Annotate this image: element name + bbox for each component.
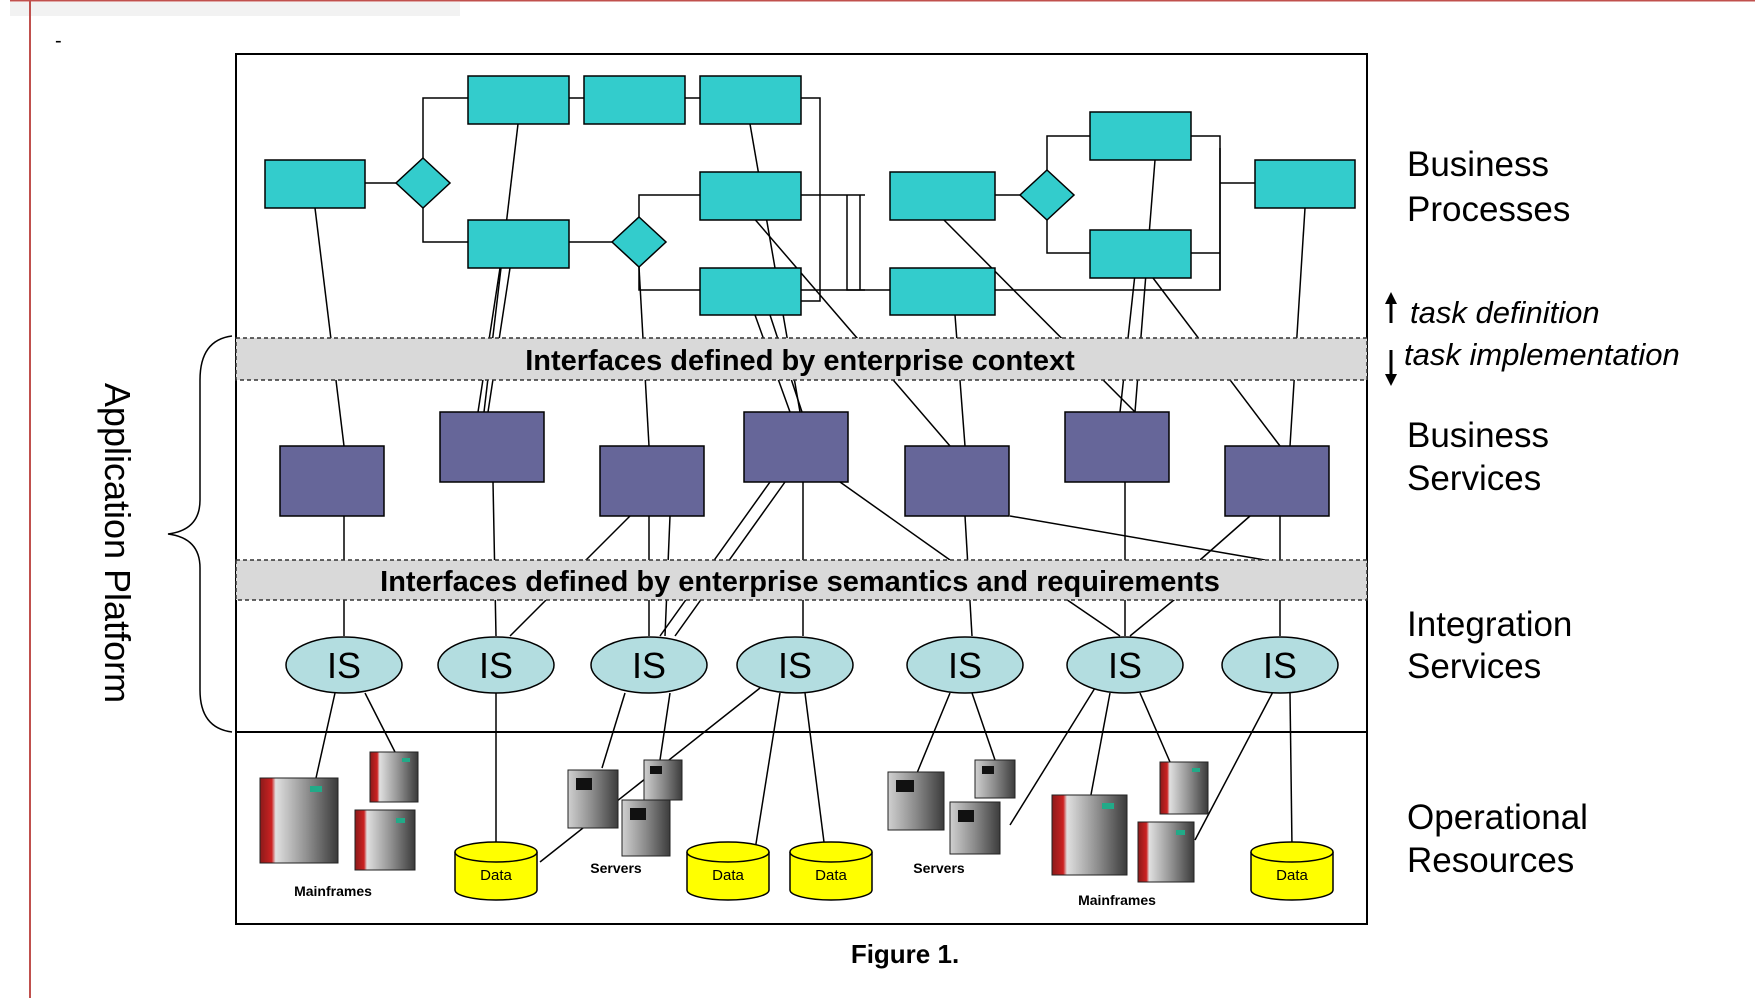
- application-platform-brace: [167, 335, 233, 733]
- process-box: [467, 219, 570, 269]
- label-integration-services-2: Services: [1407, 647, 1541, 686]
- application-platform-label: Application Platform: [97, 383, 138, 703]
- data-label: Data: [815, 867, 847, 884]
- interface-band-top: [235, 337, 1368, 381]
- is-label: IS: [948, 645, 982, 686]
- process-box: [699, 267, 802, 316]
- process-box: [889, 267, 996, 316]
- service-box: [1064, 411, 1170, 483]
- mainframe-icon: [259, 777, 339, 864]
- arrow-up-head-icon: [1385, 292, 1397, 304]
- is-node: IS: [437, 636, 555, 694]
- label-business-processes-1: Business: [1407, 145, 1549, 184]
- process-box: [1254, 159, 1356, 209]
- server-icon: [354, 809, 416, 871]
- process-box: [1089, 111, 1192, 161]
- is-node: IS: [1221, 636, 1339, 694]
- process-box: [889, 171, 996, 221]
- process-box: [699, 75, 802, 125]
- service-box: [904, 445, 1010, 517]
- is-label: IS: [1263, 645, 1297, 686]
- label-operational-resources-2: Resources: [1407, 841, 1574, 880]
- process-box: [699, 171, 802, 221]
- is-node: IS: [285, 636, 403, 694]
- server-icon: [643, 759, 683, 801]
- label-integration-services-1: Integration: [1407, 605, 1572, 644]
- interface-band-bottom-label: Interfaces defined by enterprise semanti…: [380, 566, 1220, 598]
- server-icon: [621, 799, 671, 857]
- is-label: IS: [632, 645, 666, 686]
- interface-band-top-label: Interfaces defined by enterprise context: [525, 345, 1075, 377]
- figure-frame: -: [10, 0, 1755, 998]
- is-node: IS: [1066, 636, 1184, 694]
- business-services-layer: [279, 411, 1330, 517]
- service-box: [743, 411, 849, 483]
- service-box: [1224, 445, 1330, 517]
- data-label: Data: [480, 867, 512, 884]
- business-process-layer: [264, 75, 1356, 316]
- server-icon: [1137, 821, 1195, 883]
- servers-label-right: Servers: [913, 860, 965, 876]
- integration-services-layer: IS IS IS IS IS IS IS: [285, 636, 1339, 694]
- is-label: IS: [1108, 645, 1142, 686]
- task-arrows: task definition task implementation: [1385, 292, 1680, 386]
- data-cylinder: Data: [454, 841, 538, 901]
- service-box: [279, 445, 385, 517]
- is-node: IS: [906, 636, 1024, 694]
- data-label: Data: [1276, 867, 1308, 884]
- is-node: IS: [736, 636, 854, 694]
- corner-mark: -: [55, 30, 62, 52]
- interface-band-bottom: [235, 559, 1368, 601]
- data-cylinder: Data: [789, 841, 873, 901]
- task-implementation-label: task implementation: [1404, 337, 1680, 372]
- server-icon: [1159, 761, 1209, 815]
- operational-resources-layer: Mainframes Data Servers Data: [259, 751, 1334, 908]
- label-business-services-1: Business: [1407, 416, 1549, 455]
- task-definition-label: task definition: [1410, 295, 1600, 330]
- mainframes-label-right: Mainframes: [1078, 892, 1156, 908]
- process-box: [1089, 229, 1192, 279]
- label-business-services-2: Services: [1407, 459, 1541, 498]
- is-label: IS: [778, 645, 812, 686]
- decision-diamond: [610, 215, 668, 269]
- mainframe-icon: [1051, 794, 1128, 876]
- server-icon: [949, 801, 1001, 855]
- layer-labels: Business Processes Business Services Int…: [1407, 145, 1588, 880]
- data-label: Data: [712, 867, 744, 884]
- process-box: [264, 159, 366, 209]
- frame-top-left-shade: [10, 2, 460, 16]
- process-box: [467, 75, 570, 125]
- server-icon: [567, 769, 619, 829]
- decision-diamond: [1018, 168, 1076, 222]
- is-node: IS: [590, 636, 708, 694]
- arrow-down-head-icon: [1385, 374, 1397, 386]
- server-icon: [887, 771, 945, 831]
- mainframes-label-left: Mainframes: [294, 883, 372, 899]
- label-business-processes-2: Processes: [1407, 190, 1570, 229]
- architecture-diagram: -: [10, 0, 1755, 998]
- data-cylinder: Data: [686, 841, 770, 901]
- service-box: [599, 445, 705, 517]
- servers-label-left: Servers: [590, 860, 642, 876]
- data-cylinder: Data: [1250, 841, 1334, 901]
- decision-diamond: [394, 156, 452, 210]
- process-box: [583, 75, 686, 125]
- server-icon: [369, 751, 419, 803]
- figure-caption: Figure 1.: [851, 939, 959, 969]
- server-icon: [974, 759, 1016, 799]
- service-box: [439, 411, 545, 483]
- is-label: IS: [327, 645, 361, 686]
- label-operational-resources-1: Operational: [1407, 798, 1588, 837]
- is-label: IS: [479, 645, 513, 686]
